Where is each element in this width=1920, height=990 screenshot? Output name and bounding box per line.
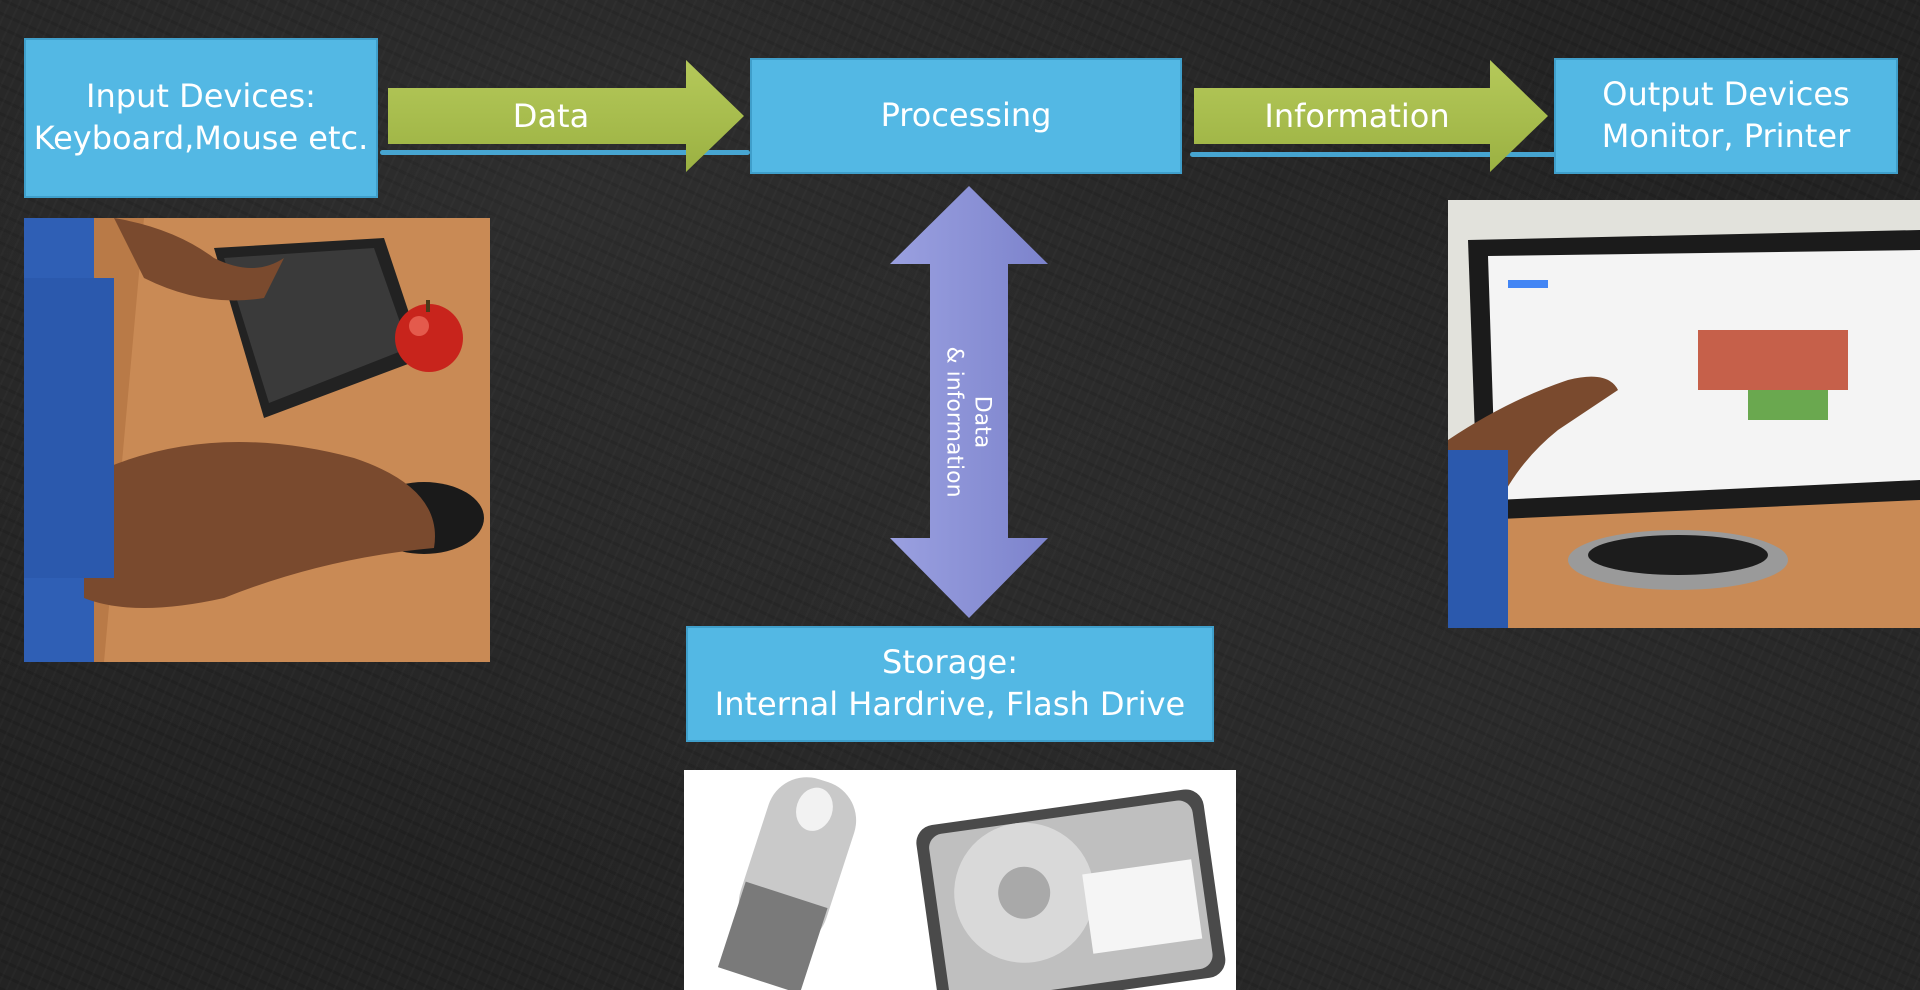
underline-stroke-left bbox=[380, 150, 750, 155]
data-arrow: Data bbox=[388, 60, 744, 172]
input-devices-box: Input Devices: Keyboard,Mouse etc. bbox=[24, 38, 378, 198]
flash-drive-and-hard-drive-photo bbox=[684, 770, 1236, 990]
data-information-double-arrow bbox=[890, 186, 1048, 618]
processing-box: Processing bbox=[750, 58, 1182, 174]
monitor-photo bbox=[1448, 200, 1920, 628]
processing-label: Processing bbox=[880, 96, 1052, 135]
input-devices-subtitle: Keyboard,Mouse etc. bbox=[33, 119, 369, 157]
keyboard-mouse-photo bbox=[24, 218, 490, 662]
input-devices-title: Input Devices: bbox=[86, 77, 316, 116]
output-devices-title: Output Devices bbox=[1602, 75, 1850, 114]
right-arrow-icon bbox=[388, 60, 744, 172]
vertical-arrow-label-line1: Data bbox=[969, 395, 995, 449]
storage-subtitle: Internal Hardrive, Flash Drive bbox=[714, 685, 1186, 723]
output-devices-box: Output Devices Monitor, Printer bbox=[1554, 58, 1898, 174]
information-arrow-label: Information bbox=[1264, 97, 1450, 135]
right-arrow-icon bbox=[1194, 60, 1548, 172]
storage-title: Storage: bbox=[882, 643, 1018, 682]
information-arrow: Information bbox=[1194, 60, 1548, 172]
vertical-arrow-label-line2: & information bbox=[942, 346, 967, 498]
data-arrow-label: Data bbox=[512, 97, 590, 135]
double-arrow-icon bbox=[890, 186, 1048, 618]
underline-stroke-right bbox=[1190, 152, 1560, 157]
storage-box: Storage: Internal Hardrive, Flash Drive bbox=[686, 626, 1214, 742]
output-devices-subtitle: Monitor, Printer bbox=[1601, 117, 1851, 155]
